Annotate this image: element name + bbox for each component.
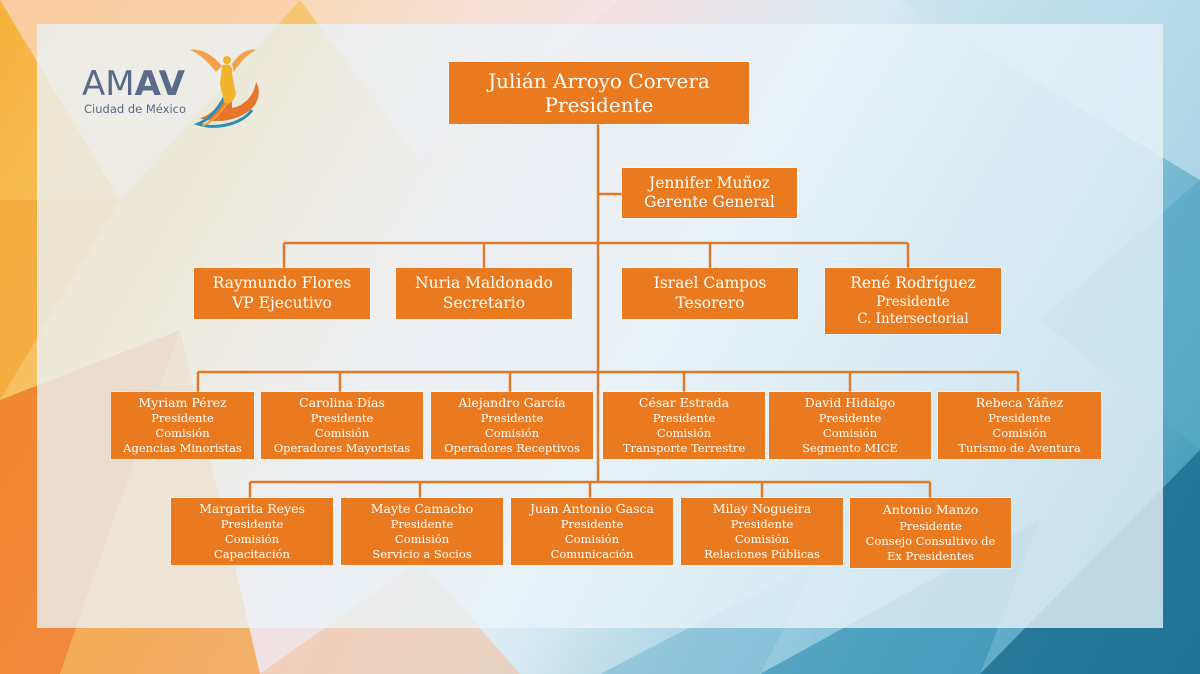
commission-line: Presidente bbox=[560, 517, 624, 532]
commission-name: César Estrada bbox=[638, 394, 730, 410]
officer-role: VP Ejecutivo bbox=[232, 293, 332, 312]
commission-name: Juan Antonio Gasca bbox=[529, 500, 655, 516]
commission-line: Comunicación bbox=[550, 547, 634, 562]
commission-line: Presidente bbox=[151, 411, 214, 426]
commission-name: Carolina Días bbox=[299, 394, 385, 410]
commission-box: Milay Nogueira Presidente Comisión Relac… bbox=[681, 498, 843, 565]
commission-box: Mayte Camacho Presidente Comisión Servic… bbox=[341, 498, 503, 565]
commission-line: Presidente bbox=[730, 517, 794, 532]
commission-line: Comisión bbox=[484, 426, 540, 441]
commission-line: Comisión bbox=[314, 426, 370, 441]
commission-line: Presidente bbox=[652, 411, 716, 426]
president-box: Julián Arroyo Corvera Presidente bbox=[449, 62, 749, 124]
commission-box: Carolina Días Presidente Comisión Operad… bbox=[261, 392, 423, 459]
commission-line: Comisión bbox=[656, 426, 712, 441]
officer-box-secretary: Nuria Maldonado Secretario bbox=[396, 268, 572, 319]
commission-line: Comisión bbox=[564, 532, 620, 547]
commission-line: Comisión bbox=[992, 426, 1047, 441]
commission-line: Comisión bbox=[822, 426, 878, 441]
officer-box-vp: Raymundo Flores VP Ejecutivo bbox=[194, 268, 370, 319]
commission-box: David Hidalgo Presidente Comisión Segmen… bbox=[769, 392, 931, 459]
commission-line: Comisión bbox=[734, 532, 790, 547]
commission-line: Relaciones Públicas bbox=[704, 547, 820, 562]
commission-box: Juan Antonio Gasca Presidente Comisión C… bbox=[511, 498, 673, 565]
commission-line: Transporte Terrestre bbox=[622, 441, 746, 456]
president-role: Presidente bbox=[544, 93, 654, 117]
commission-box: Margarita Reyes Presidente Comisión Capa… bbox=[171, 498, 333, 565]
commission-name: Margarita Reyes bbox=[199, 500, 305, 516]
commission-box: Myriam Pérez Presidente Comisión Agencia… bbox=[111, 392, 254, 459]
logo-subtitle: Ciudad de México bbox=[84, 102, 187, 116]
commission-name: David Hidalgo bbox=[804, 394, 896, 410]
officer-name: Israel Campos bbox=[653, 274, 767, 293]
officer-name: Raymundo Flores bbox=[212, 274, 352, 293]
commission-line: Turismo de Aventura bbox=[958, 441, 1081, 456]
officer-role: Presidente bbox=[876, 293, 950, 310]
commission-line: Comisión bbox=[155, 426, 210, 441]
commission-line: Segmento MICE bbox=[802, 441, 898, 456]
commission-line: Agencias Minoristas bbox=[123, 441, 242, 456]
commission-name: Milay Nogueira bbox=[712, 500, 812, 516]
commission-line: Ex Presidentes bbox=[886, 548, 975, 563]
commission-line: Servicio a Socios bbox=[372, 547, 472, 562]
commission-line: Presidente bbox=[988, 411, 1051, 426]
officer-role: C. Intersectorial bbox=[857, 310, 969, 327]
commission-line: Presidente bbox=[818, 411, 882, 426]
officer-role: Tesorero bbox=[675, 293, 745, 312]
officer-role: Secretario bbox=[442, 293, 526, 312]
commission-line: Operadores Receptivos bbox=[444, 441, 580, 456]
officer-box-treasurer: Israel Campos Tesorero bbox=[622, 268, 798, 319]
officer-box-intersectorial: René Rodríguez Presidente C. Intersector… bbox=[825, 268, 1001, 334]
commission-line: Consejo Consultivo de bbox=[865, 533, 996, 548]
commission-line: Presidente bbox=[220, 517, 284, 532]
commission-line: Comisión bbox=[394, 532, 450, 547]
commission-box: César Estrada Presidente Comisión Transp… bbox=[603, 392, 765, 459]
commission-line: Comisión bbox=[224, 532, 280, 547]
commission-line: Operadores Mayoristas bbox=[273, 441, 411, 456]
commission-line: Presidente bbox=[310, 411, 374, 426]
commission-name: Myriam Pérez bbox=[138, 394, 227, 410]
general-manager-box: Jennifer Muñoz Gerente General bbox=[622, 168, 797, 218]
commission-name: Antonio Manzo bbox=[882, 502, 979, 518]
officer-name: Nuria Maldonado bbox=[415, 274, 553, 293]
amav-logo: AMAV Ciudad de México bbox=[82, 44, 272, 144]
general-manager-name: Jennifer Muñoz bbox=[649, 173, 770, 192]
commission-name: Mayte Camacho bbox=[370, 500, 474, 516]
officer-name: René Rodríguez bbox=[850, 274, 976, 293]
commission-line: Capacitación bbox=[214, 547, 290, 562]
general-manager-role: Gerente General bbox=[644, 193, 775, 211]
commission-box: Antonio Manzo Presidente Consejo Consult… bbox=[850, 498, 1011, 568]
commission-line: Presidente bbox=[480, 411, 544, 426]
commission-line: Presidente bbox=[899, 518, 962, 533]
commission-line: Presidente bbox=[390, 517, 454, 532]
commission-box: Rebeca Yáñez Presidente Comisión Turismo… bbox=[938, 392, 1101, 459]
president-name: Julián Arroyo Corvera bbox=[488, 69, 710, 93]
commission-name: Rebeca Yáñez bbox=[975, 394, 1064, 410]
commission-box: Alejandro García Presidente Comisión Ope… bbox=[431, 392, 593, 459]
commission-name: Alejandro García bbox=[458, 394, 566, 410]
logo-wordmark: AMAV bbox=[82, 64, 185, 104]
angel-logo-icon bbox=[190, 49, 259, 128]
